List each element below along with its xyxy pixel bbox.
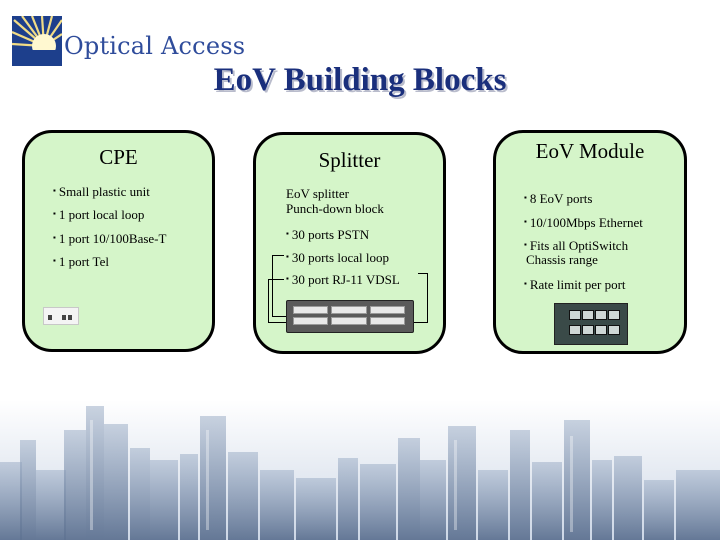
splitter-hardware-icon (286, 300, 414, 333)
connector-line (418, 273, 428, 274)
module-item: ▪8 EoV ports (524, 191, 593, 206)
splitter-panel: Splitter EoV splitter Punch-down block ▪… (253, 132, 446, 354)
module-item: ▪Rate limit per port (524, 277, 626, 292)
cpe-device-icon (43, 307, 79, 325)
city-skyline-image (0, 400, 720, 540)
connector-line (268, 322, 286, 323)
splitter-intro-line: EoV splitter (286, 186, 349, 201)
connector-line (413, 322, 428, 323)
module-item: ▪10/100Mbps Ethernet (524, 215, 643, 230)
cpe-item: ▪Small plastic unit (53, 184, 150, 199)
cpe-title: CPE (99, 145, 138, 169)
page-title: EoV Building Blocks (213, 62, 507, 98)
connector-line (272, 255, 273, 317)
splitter-item: ▪30 ports PSTN (286, 227, 370, 242)
splitter-intro-line: Punch-down block (286, 201, 384, 216)
splitter-item: ▪30 port RJ-11 VDSL (286, 272, 400, 287)
module-item: ▪Fits all OptiSwitch (524, 238, 629, 253)
logo: Optical Access (12, 16, 245, 68)
splitter-item: ▪30 ports local loop (286, 250, 389, 265)
logo-text: Optical Access (64, 32, 246, 60)
eov-module-icon (554, 303, 628, 345)
module-title: EoV Module (535, 139, 645, 163)
connector-line (427, 273, 428, 323)
cpe-item: ▪1 port Tel (53, 254, 109, 269)
connector-line (272, 316, 286, 317)
connector-line (268, 279, 269, 323)
cpe-item: ▪1 port local loop (53, 207, 145, 222)
splitter-title: Splitter (318, 148, 381, 172)
eov-module-panel: EoV Module ▪8 EoV ports ▪10/100Mbps Ethe… (493, 130, 687, 354)
cpe-item: ▪1 port 10/100Base-T (53, 231, 167, 246)
cpe-panel: CPE ▪Small plastic unit ▪1 port local lo… (22, 130, 215, 352)
connector-line (272, 255, 284, 256)
module-item-continued: Chassis range (526, 252, 598, 267)
connector-line (268, 279, 284, 280)
optical-access-logo-icon (12, 16, 62, 66)
